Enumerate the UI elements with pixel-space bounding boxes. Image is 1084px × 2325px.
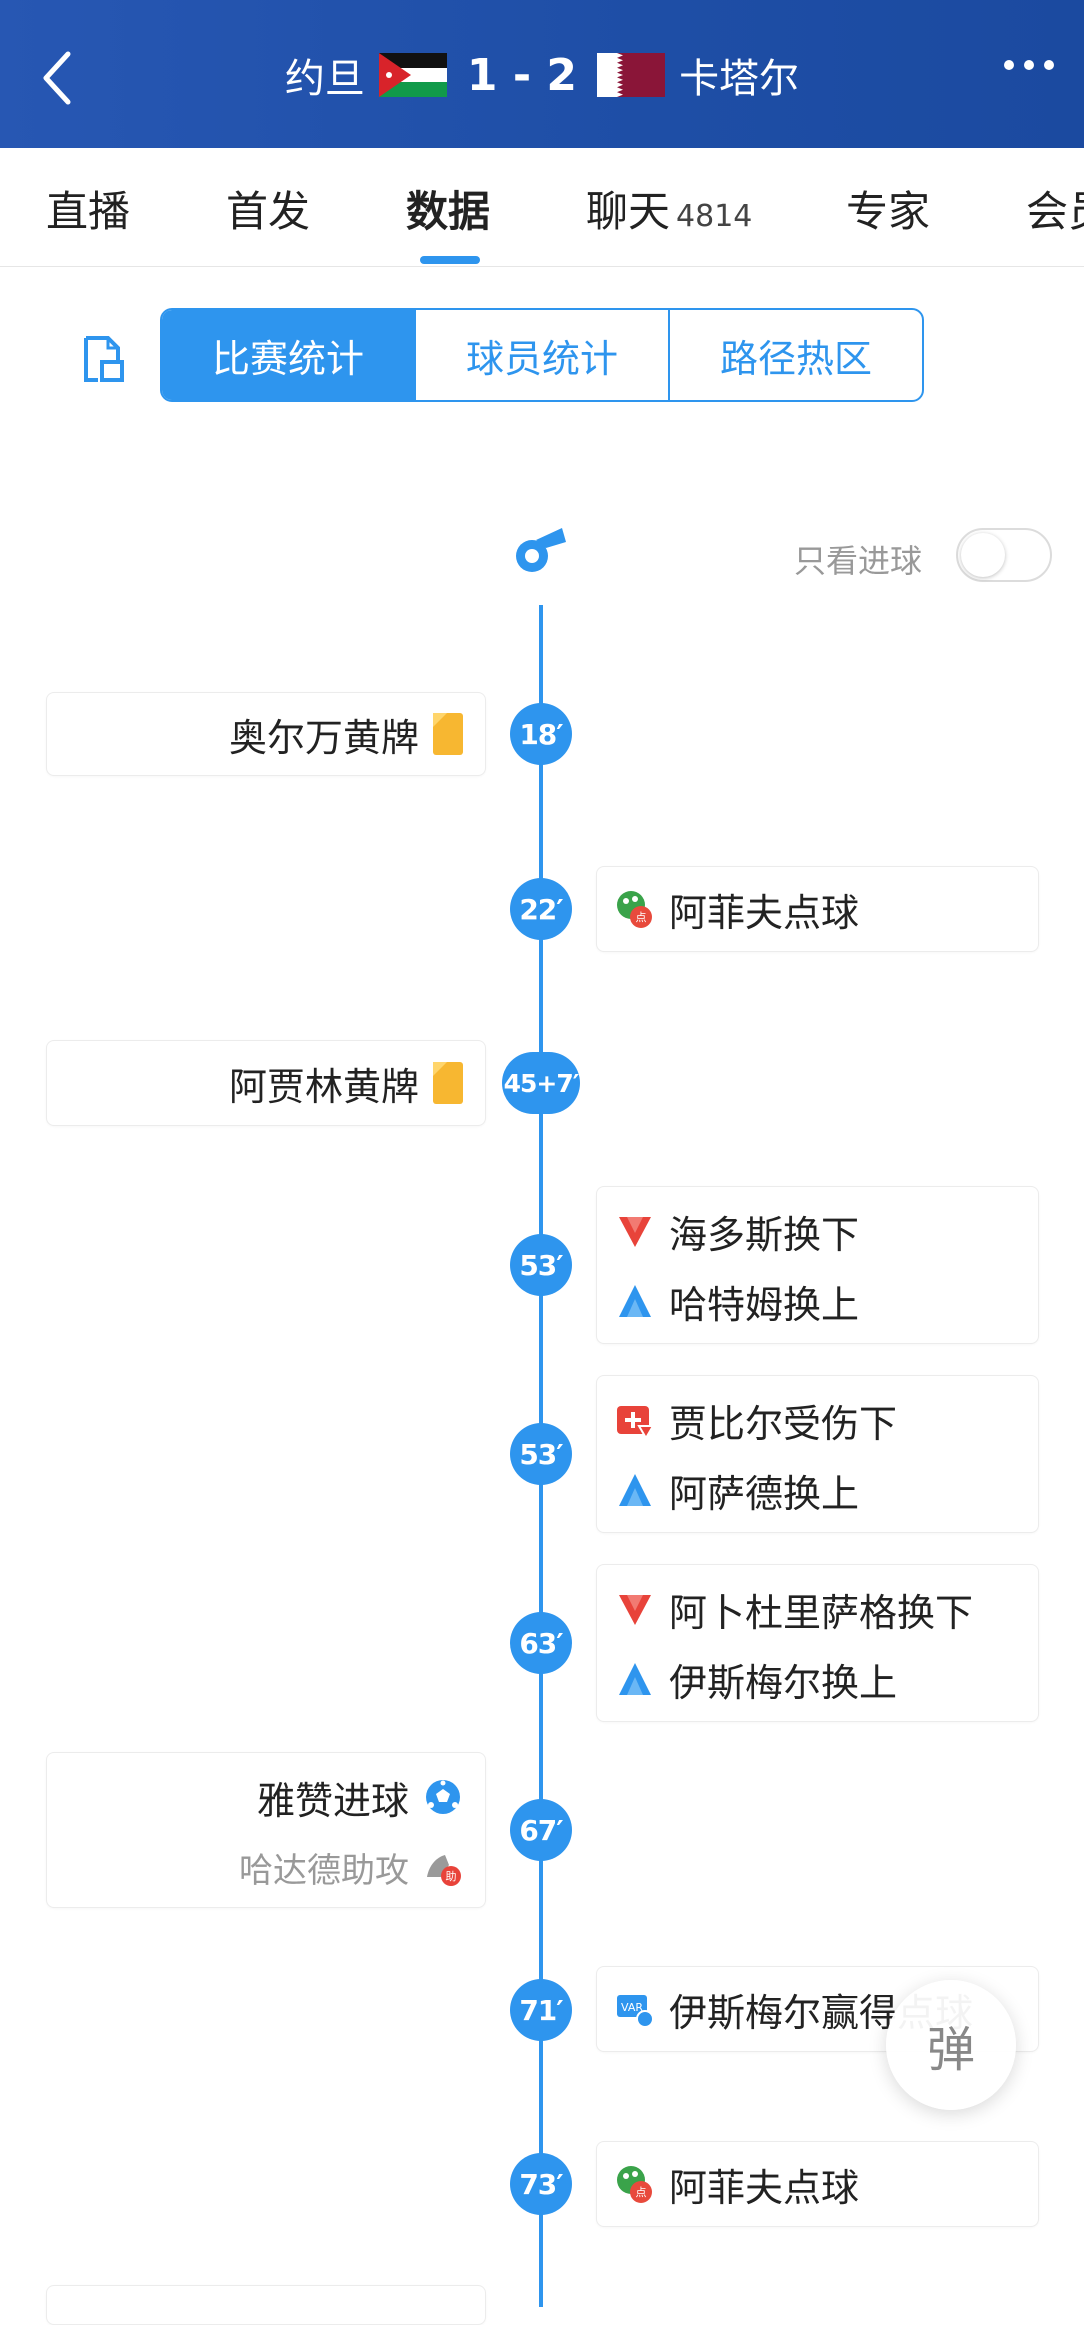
event-minute: 67′ <box>510 1799 572 1861</box>
active-tab-indicator <box>420 256 480 264</box>
var-icon: VAR <box>617 1995 654 2028</box>
home-team-name: 约旦 <box>284 56 365 102</box>
svg-text:助: 助 <box>446 1869 457 1883</box>
svg-text:点: 点 <box>636 2186 647 2199</box>
event-card[interactable]: 奥尔万黄牌 <box>46 692 486 776</box>
tab-data[interactable]: 数据 <box>406 187 491 236</box>
event-card[interactable]: 阿卜杜里萨格换下 伊斯梅尔换上 <box>596 1564 1039 1722</box>
svg-text:点: 点 <box>636 911 647 924</box>
penalty-icon: 点 <box>617 2166 652 2203</box>
tab-experts[interactable]: 专家 <box>846 187 931 236</box>
yellow-card-icon <box>433 713 463 755</box>
chat-count: 4814 <box>676 199 753 234</box>
sub-out-icon <box>619 1595 651 1625</box>
match-title: 约旦 1 - 2 卡塔尔 <box>0 45 1084 105</box>
match-header: 约旦 1 - 2 卡塔尔 <box>0 0 1084 148</box>
event-card[interactable]: 雅赞进球 哈达德助攻 助 <box>46 1752 486 1908</box>
event-minute: 45+7′ <box>502 1052 580 1114</box>
sub-in-icon <box>619 1285 651 1317</box>
event-minute: 53′ <box>510 1423 572 1485</box>
qatar-flag-icon <box>597 53 666 97</box>
segment-bar: 比赛统计 球员统计 路径热区 <box>0 300 1084 402</box>
segment-heatmap[interactable]: 路径热区 <box>668 310 922 400</box>
segment-match-stats[interactable]: 比赛统计 <box>162 310 414 400</box>
danmaku-button[interactable]: 弹 <box>886 1980 1016 2110</box>
score: 1 - 2 <box>466 49 578 101</box>
away-team-name: 卡塔尔 <box>679 56 800 102</box>
injury-icon <box>617 1406 655 1440</box>
sub-in-icon <box>619 1663 651 1695</box>
tab-membership[interactable]: 会员 <box>1026 187 1084 236</box>
event-minute: 71′ <box>510 1979 572 2041</box>
event-minute: 22′ <box>510 878 572 940</box>
sub-out-icon <box>619 1217 651 1247</box>
event-minute: 63′ <box>510 1612 572 1674</box>
event-minute: 53′ <box>510 1234 572 1296</box>
whistle-icon <box>516 528 566 572</box>
svg-text:VAR: VAR <box>621 2001 643 2014</box>
assist-icon: 助 <box>427 1855 461 1886</box>
stats-segmented-control: 比赛统计 球员统计 路径热区 <box>160 308 924 402</box>
goals-only-toggle[interactable] <box>956 528 1052 582</box>
event-card[interactable] <box>46 2285 486 2325</box>
event-minute: 18′ <box>510 703 572 765</box>
jordan-flag-icon <box>378 53 447 97</box>
event-minute: 73′ <box>510 2153 572 2215</box>
more-options-icon[interactable] <box>1004 60 1054 70</box>
event-card[interactable]: 点 阿菲夫点球 <box>596 2141 1039 2227</box>
back-arrow-icon[interactable] <box>38 48 78 108</box>
event-card[interactable]: 点 阿菲夫点球 <box>596 866 1039 952</box>
goals-only-label: 只看进球 <box>794 542 923 580</box>
export-document-icon[interactable] <box>72 328 132 388</box>
yellow-card-icon <box>433 1062 463 1104</box>
event-card[interactable]: 海多斯换下 哈特姆换上 <box>596 1186 1039 1344</box>
event-card[interactable]: 阿贾林黄牌 <box>46 1040 486 1126</box>
event-card[interactable]: 贾比尔受伤下 阿萨德换上 <box>596 1375 1039 1533</box>
goal-icon <box>426 1780 460 1814</box>
penalty-icon: 点 <box>617 891 652 928</box>
tab-lineup[interactable]: 首发 <box>226 187 311 236</box>
tab-live[interactable]: 直播 <box>46 187 131 236</box>
sub-in-icon <box>619 1474 651 1506</box>
segment-player-stats[interactable]: 球员统计 <box>414 310 668 400</box>
